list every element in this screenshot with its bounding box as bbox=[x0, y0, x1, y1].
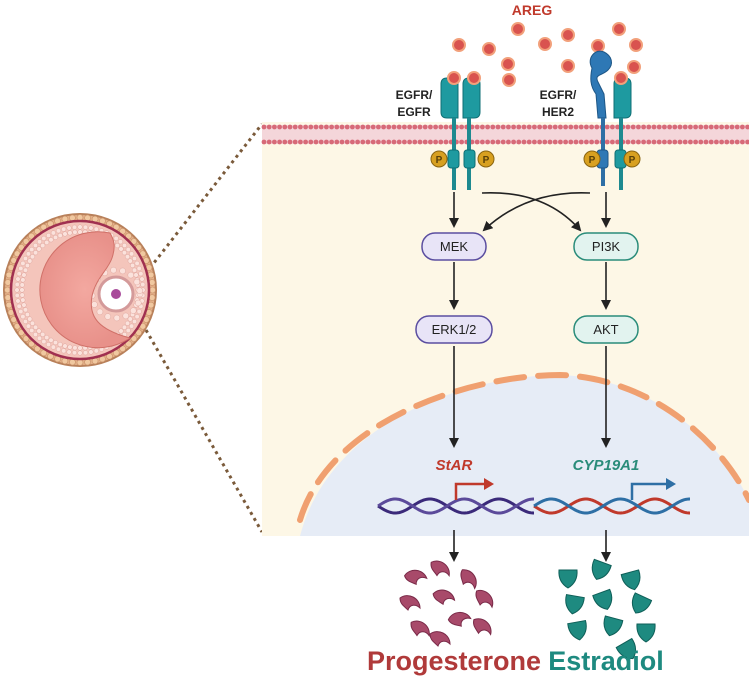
phospho-2: P bbox=[477, 150, 495, 168]
dna-star bbox=[377, 497, 534, 515]
antrum bbox=[39, 231, 132, 349]
transcription-arrow-star bbox=[454, 482, 486, 500]
cell-membrane bbox=[261, 124, 749, 145]
output-label-estradiol: Estradiol bbox=[548, 646, 664, 676]
node-erk: ERK1/2 bbox=[415, 315, 493, 344]
receptor-label-egfr-egfr-2: EGFR bbox=[397, 105, 431, 119]
phospho-1: P bbox=[430, 150, 448, 168]
receptor-egfr-her2 bbox=[589, 50, 632, 190]
dna-cyp19a1 bbox=[533, 497, 690, 515]
svg-text:MEK: MEK bbox=[440, 239, 469, 254]
output-label-progesterone: Progesterone bbox=[367, 646, 541, 676]
receptor-egfr-egfr bbox=[440, 77, 481, 190]
estradiol-molecules bbox=[558, 558, 656, 660]
bound-ligands bbox=[447, 71, 628, 85]
nucleus bbox=[300, 375, 749, 536]
arrow-her2-to-mek bbox=[482, 192, 591, 232]
gene-label-cyp19a1: CYP19A1 bbox=[573, 457, 640, 474]
ligand-label: AREG bbox=[512, 2, 553, 18]
phospho-3: P bbox=[583, 150, 601, 168]
node-pi3k: PI3K bbox=[573, 232, 639, 261]
her2-monomer bbox=[589, 50, 612, 119]
receptor-label-egfr-egfr-1: EGFR/ bbox=[396, 88, 433, 102]
receptor-label-egfr-her2-1: EGFR/ bbox=[540, 88, 577, 102]
gene-label-star: StAR bbox=[436, 457, 473, 474]
transcription-arrow-cyp19a1 bbox=[630, 482, 668, 500]
arrow-egfr-to-pi3k bbox=[481, 192, 582, 232]
pathway-arrows bbox=[449, 192, 611, 562]
receptor-label-egfr-her2-2: HER2 bbox=[542, 105, 574, 119]
progesterone-molecules bbox=[399, 560, 494, 647]
cell-panel bbox=[262, 122, 749, 536]
nuclear-envelope bbox=[297, 371, 749, 523]
phospho-groups: P P P P bbox=[430, 150, 641, 168]
phospho-4: P bbox=[623, 150, 641, 168]
oocyte-nucleus bbox=[111, 289, 121, 299]
svg-text:PI3K: PI3K bbox=[592, 239, 621, 254]
svg-text:AKT: AKT bbox=[593, 322, 618, 337]
node-akt: AKT bbox=[573, 315, 639, 344]
follicle-illustration bbox=[3, 213, 157, 367]
areg-molecules bbox=[452, 22, 643, 87]
node-mek: MEK bbox=[421, 232, 487, 261]
svg-text:ERK1/2: ERK1/2 bbox=[432, 322, 477, 337]
zoom-lines bbox=[144, 123, 264, 533]
svg-text:P: P bbox=[483, 155, 490, 166]
svg-text:P: P bbox=[629, 155, 636, 166]
svg-text:P: P bbox=[436, 155, 443, 166]
svg-text:P: P bbox=[589, 155, 596, 166]
